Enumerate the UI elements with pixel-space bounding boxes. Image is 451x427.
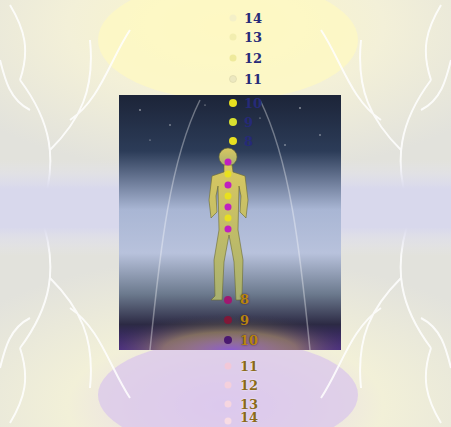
level-number: 9 [240, 313, 249, 328]
level-number: 13 [244, 30, 262, 45]
level-number: 14 [240, 410, 258, 425]
level-number: 13 [240, 397, 258, 412]
level-number: 9 [244, 115, 253, 130]
level-number: 8 [240, 292, 249, 307]
chakra-dots [224, 15, 237, 425]
level-number: 12 [240, 378, 258, 393]
level-number: 11 [244, 72, 262, 87]
level-number: 8 [244, 134, 253, 149]
level-number: 10 [240, 333, 258, 348]
level-number: 12 [244, 51, 262, 66]
level-number: 11 [240, 359, 258, 374]
level-number: 14 [244, 11, 262, 26]
level-number: 10 [244, 96, 262, 111]
